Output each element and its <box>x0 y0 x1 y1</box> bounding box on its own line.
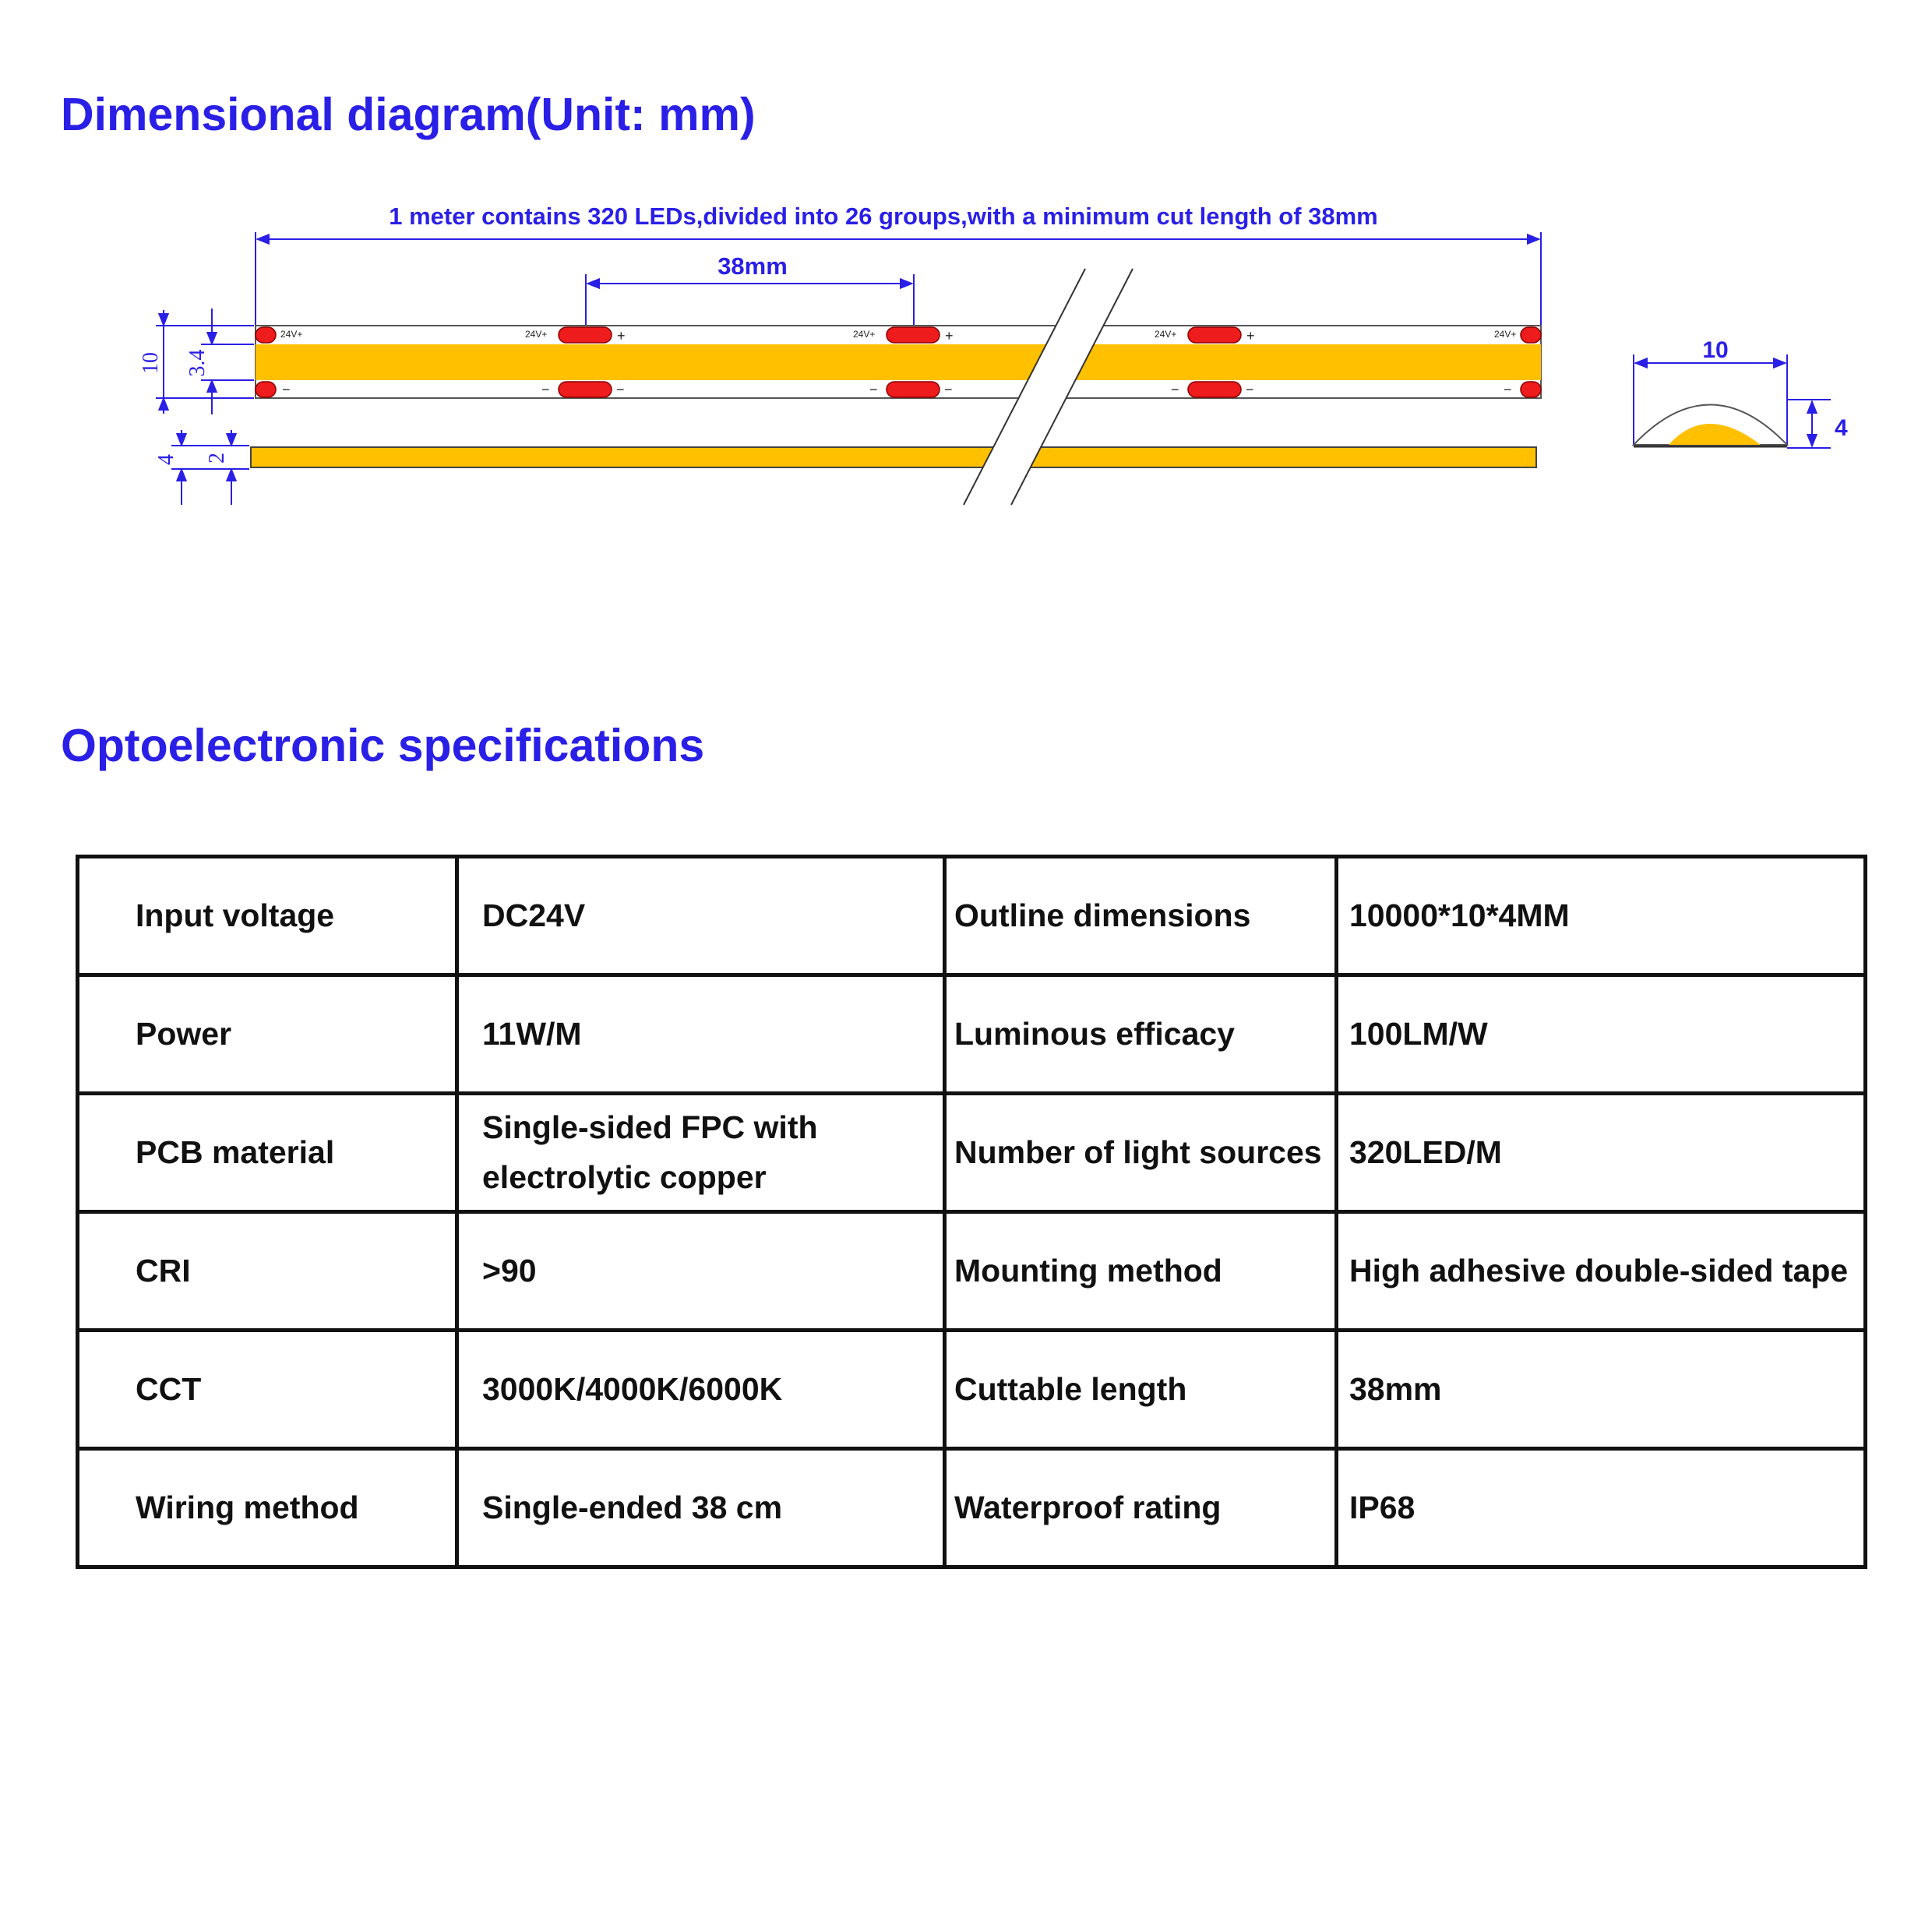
spec-value: IP68 <box>1334 1447 1867 1569</box>
spec-label: Outline dimensions <box>943 855 1338 977</box>
spec-label: Waterproof rating <box>943 1447 1338 1569</box>
optoelectronic-heading: Optoelectronic specifications <box>61 720 705 771</box>
voltage-mark: 24V+ <box>280 329 302 340</box>
spec-value: 320LED/M <box>1334 1091 1867 1214</box>
table-row: Input voltage DC24V Outline dimensions 1… <box>76 855 1867 977</box>
spec-label: CRI <box>76 1210 459 1332</box>
minus-mark: − <box>1246 382 1254 397</box>
table-row: Wiring method Single-ended 38 cm Waterpr… <box>76 1447 1867 1569</box>
spec-table: Input voltage DC24V Outline dimensions 1… <box>76 855 1867 1569</box>
solder-pad-top <box>558 326 612 344</box>
voltage-mark: 24V+ <box>853 329 875 340</box>
top-note: 1 meter contains 320 LEDs,divided into 2… <box>389 203 1378 230</box>
solder-pad-end-top-right <box>1520 326 1542 344</box>
spec-label: Mounting method <box>943 1210 1338 1332</box>
spec-value: Single-ended 38 cm <box>455 1447 947 1569</box>
strip-side-view <box>250 446 1537 468</box>
minus-mark: − <box>944 382 953 397</box>
spec-value: High adhesive double-sided tape <box>1334 1210 1867 1332</box>
cob-led-band <box>256 344 1541 380</box>
minus-mark: − <box>1504 382 1512 397</box>
spec-value: Single-sided FPC with electrolytic coppe… <box>455 1091 947 1214</box>
spec-label: Power <box>76 973 459 1095</box>
plus-mark: + <box>945 328 954 344</box>
solder-pad-bottom <box>1187 381 1242 398</box>
pcb-thickness-label: 2 <box>205 453 229 464</box>
spec-value: 10000*10*4MM <box>1334 855 1867 977</box>
spec-value-line: Single-sided FPC with <box>482 1109 818 1145</box>
break-line <box>1010 268 1133 506</box>
break-line <box>963 268 1086 506</box>
break-gap <box>964 269 1133 505</box>
dimensional-diagram-heading: Dimensional diagram(Unit: mm) <box>61 89 756 140</box>
spec-label: PCB material <box>76 1091 459 1214</box>
strip-width-label: 10 <box>139 352 163 374</box>
solder-pad-end-top-left <box>255 326 277 344</box>
solder-pad-bottom <box>886 381 940 398</box>
spec-value: 11W/M <box>455 973 947 1095</box>
spec-value: DC24V <box>455 855 947 977</box>
voltage-mark: 24V+ <box>525 329 547 340</box>
spec-value: 100LM/W <box>1334 973 1867 1095</box>
section-cob <box>1669 424 1761 445</box>
solder-pad-top <box>886 326 940 344</box>
plus-mark: + <box>1246 328 1255 344</box>
table-row: CRI >90 Mounting method High adhesive do… <box>76 1210 1867 1332</box>
minus-mark: − <box>869 382 878 397</box>
spec-label: Luminous efficacy <box>943 973 1338 1095</box>
cut-length-label: 38mm <box>717 252 788 280</box>
solder-pad-bottom <box>558 381 612 398</box>
cob-width-label: 3.4 <box>185 350 210 377</box>
section-height-label: 4 <box>1835 415 1848 441</box>
table-row: PCB material Single-sided FPC with elect… <box>76 1091 1867 1214</box>
spec-label: Cuttable length <box>943 1328 1338 1451</box>
spec-label: CCT <box>76 1328 459 1451</box>
table-row: CCT 3000K/4000K/6000K Cuttable length 38… <box>76 1328 1867 1451</box>
spec-label: Input voltage <box>76 855 459 977</box>
section-width-label: 10 <box>1702 337 1728 363</box>
spec-value-line: electrolytic copper <box>482 1158 767 1195</box>
voltage-mark: 24V+ <box>1155 329 1176 340</box>
table-row: Power 11W/M Luminous efficacy 100LM/W <box>76 973 1867 1095</box>
minus-mark: − <box>282 382 291 397</box>
solder-pad-top <box>1187 326 1242 344</box>
minus-mark: − <box>616 382 625 397</box>
plus-mark: + <box>617 328 626 344</box>
spec-value: 3000K/4000K/6000K <box>455 1328 947 1451</box>
minus-mark: − <box>1171 382 1179 397</box>
profile-height-label: 4 <box>154 454 178 465</box>
minus-mark: − <box>541 382 550 397</box>
dimensional-diagram: 1 meter contains 320 LEDs,divided into 2… <box>139 203 1848 506</box>
spec-value: >90 <box>455 1210 947 1332</box>
solder-pad-end-bottom-right <box>1520 381 1542 398</box>
voltage-mark: 24V+ <box>1494 329 1516 340</box>
spec-label: Number of light sources <box>943 1091 1338 1214</box>
spec-value: 38mm <box>1334 1328 1867 1451</box>
solder-pad-end-bottom-left <box>255 381 277 398</box>
spec-label: Wiring method <box>76 1447 459 1569</box>
